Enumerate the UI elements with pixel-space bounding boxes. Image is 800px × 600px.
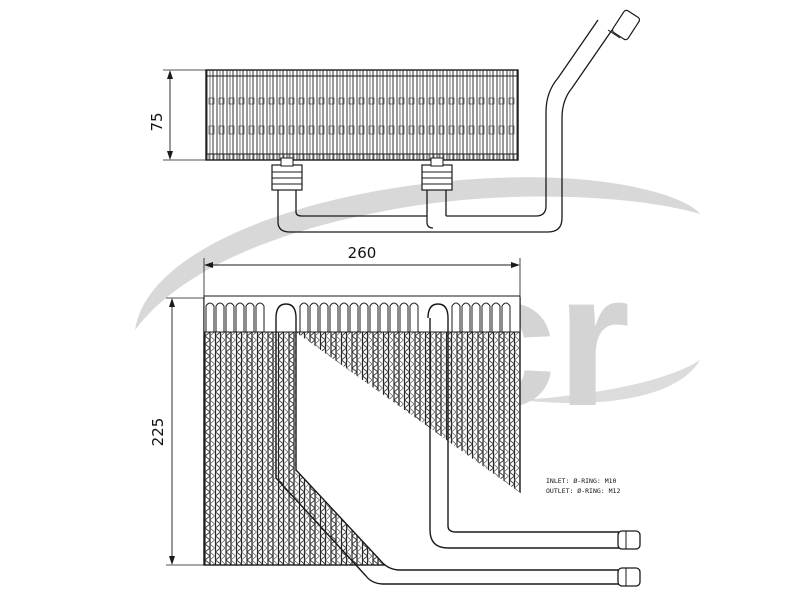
front-view-width-label: 260 [348,244,377,262]
note-inlet: INLET: Ø-RING: M10 [546,477,617,485]
watermark-swoosh [135,177,700,330]
top-view-height-label: 75 [148,112,166,131]
front-view-height-dimension: 225 [149,297,204,566]
front-view: 260 225 [149,244,641,587]
front-view-height-label: 225 [149,418,167,447]
top-view-pipes [277,19,613,233]
top-view-height-dimension: 75 [148,69,206,161]
top-view-core [205,69,519,161]
front-view-pipes [275,303,628,585]
fitting-notes: INLET: Ø-RING: M10 OUTLET: Ø-RING: M12 [546,477,620,495]
front-view-header [203,295,521,333]
top-view-inlet-fitting [271,157,303,191]
top-view: 75 [148,9,641,233]
front-view-inlet-pipe-end [617,530,641,550]
front-view-width-dimension: 260 [203,244,521,300]
watermark-swoosh-lower [520,360,700,404]
top-view-outlet-fitting [421,157,453,191]
top-view-pipe-end [607,9,641,41]
front-view-outlet-pipe-end [617,567,641,587]
note-outlet: OUTLET: Ø-RING: M12 [546,487,620,495]
